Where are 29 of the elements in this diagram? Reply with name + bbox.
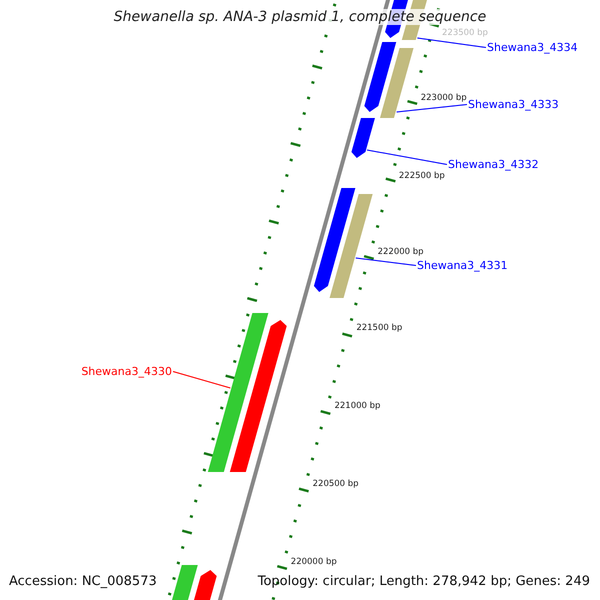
- tick-label: 222500 bp: [398, 172, 445, 180]
- gene-label: Shewana3_4334: [487, 42, 578, 53]
- gene-feature: [380, 48, 414, 118]
- gene-label: Shewana3_4333: [468, 99, 559, 110]
- gene-feature: [351, 118, 375, 158]
- gene-label: Shewana3_4332: [448, 159, 539, 170]
- gene-feature: [330, 194, 373, 298]
- leader-line: [366, 150, 448, 165]
- gene-feature: [364, 42, 396, 112]
- tick-label: 221500 bp: [356, 324, 402, 332]
- accession-text: Accession: NC_008573: [9, 575, 157, 588]
- gene-label: Shewana3_4331: [417, 260, 508, 271]
- tick-label: 220000 bp: [290, 558, 337, 566]
- gene-feature: [191, 570, 217, 600]
- tick-label: 223500 bp: [442, 29, 488, 38]
- tick-label: 223000 bp: [420, 94, 467, 102]
- leader-line: [355, 258, 416, 266]
- tick-label: 221000 bp: [334, 402, 380, 410]
- leader-line: [172, 371, 231, 388]
- leader-line: [396, 104, 468, 112]
- tick-label: 222000 bp: [378, 248, 424, 256]
- gene-label: Shewana3_4330: [81, 366, 172, 377]
- gene-feature: [208, 313, 268, 472]
- gene-feature: [314, 188, 356, 292]
- gene-feature: [169, 565, 198, 600]
- summary-text: Topology: circular; Length: 278,942 bp; Genes: 249: [258, 575, 590, 588]
- tick-label: 220500 bp: [312, 480, 359, 488]
- gene-feature: [230, 320, 287, 472]
- leader-line: [416, 38, 486, 48]
